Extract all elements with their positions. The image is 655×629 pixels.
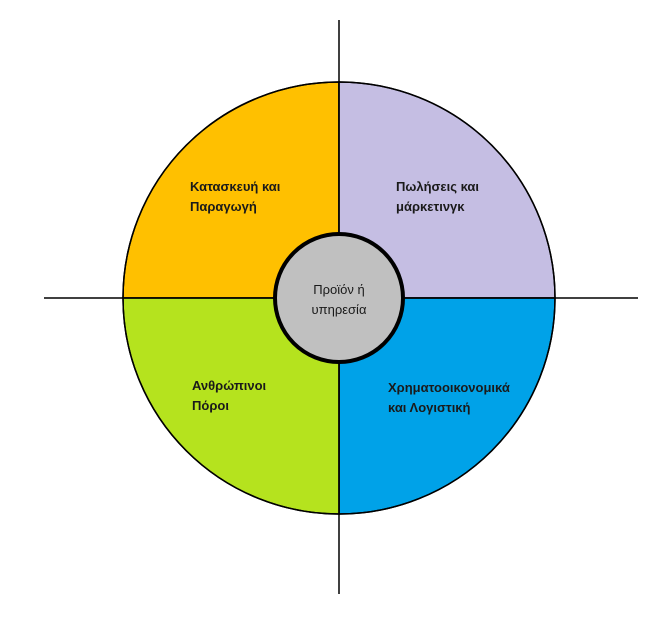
quadrant-label-bottom-left-line1: Ανθρώπινοι xyxy=(192,378,267,393)
outer-circle-outline xyxy=(122,81,556,515)
quadrant-label-top-right-line2: μάρκετινγκ xyxy=(396,199,465,214)
quadrant-label-top-left-line2: Παραγωγή xyxy=(190,199,257,214)
center-circle xyxy=(273,232,405,364)
quadrant-label-bottom-right-line2: και Λογιστική xyxy=(388,400,471,415)
quadrant-label-bottom-right: Χρηματοοικονομικά και Λογιστική xyxy=(388,378,510,418)
quadrant-label-top-left: Κατασκευή και Παραγωγή xyxy=(190,177,280,217)
quadrant-label-top-left-line1: Κατασκευή και xyxy=(190,179,281,194)
center-label: Προϊόν ή υπηρεσία xyxy=(289,280,389,320)
quadrant-label-bottom-right-line1: Χρηματοοικονομικά xyxy=(388,380,510,395)
center-label-line2: υπηρεσία xyxy=(311,302,367,317)
center-label-line1: Προϊόν ή xyxy=(313,282,365,297)
quadrant-label-top-right: Πωλήσεις και μάρκετινγκ xyxy=(396,177,479,217)
quadrant-label-bottom-left-line2: Πόροι xyxy=(192,398,229,413)
quadrant-label-top-right-line1: Πωλήσεις και xyxy=(396,179,480,194)
quadrant-label-bottom-left: Ανθρώπινοι Πόροι xyxy=(192,376,266,416)
